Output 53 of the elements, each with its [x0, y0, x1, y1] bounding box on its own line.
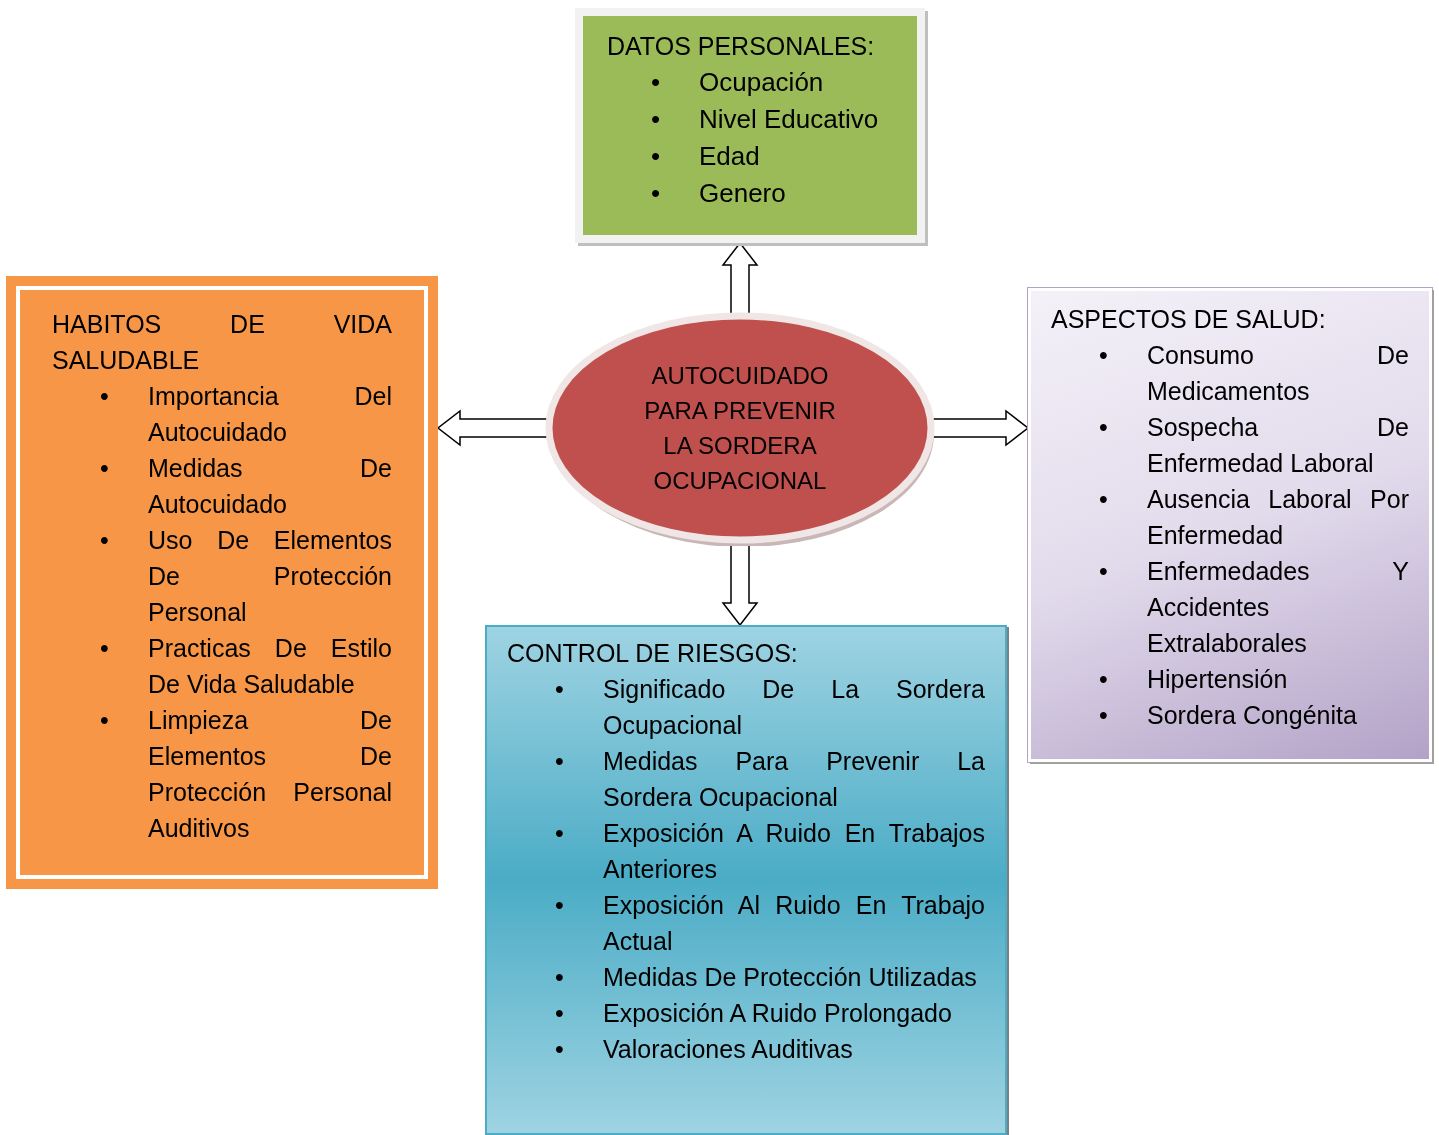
- list-item: Ocupación: [699, 67, 824, 97]
- list-item: Valoraciones Auditivas: [603, 1035, 853, 1063]
- bullet-marker: •: [555, 998, 564, 1029]
- central-ellipse: [545, 310, 935, 546]
- list-item: Medidas Para Prevenir La Sordera Ocupacional: [603, 747, 985, 811]
- list-item: Genero: [699, 178, 786, 208]
- list-item: Importancia Del Autocuidado: [148, 382, 392, 446]
- bullet-marker: •: [100, 633, 109, 664]
- bullet-marker: •: [651, 177, 661, 210]
- list-item: Hipertensión: [1147, 665, 1288, 693]
- list-item: Medidas De Autocuidado: [148, 454, 392, 518]
- bullet-marker: •: [555, 746, 564, 777]
- bullet-marker: •: [100, 705, 109, 736]
- bullet-marker: •: [651, 140, 661, 173]
- list-item: Nivel Educativo: [699, 104, 879, 134]
- box-heading: DATOS PERSONALES:: [607, 31, 876, 62]
- list-item: Consumo De Medicamentos: [1147, 341, 1409, 405]
- list-item: Medidas De Protección Utilizadas: [603, 963, 977, 991]
- list-item: Exposición Al Ruido En Trabajo Actual: [603, 891, 985, 955]
- list-item: Uso De Elementos De Protección Personal: [148, 526, 392, 626]
- bullet-marker: •: [100, 453, 109, 484]
- bullet-marker: •: [651, 103, 661, 136]
- bullet-marker: •: [100, 525, 109, 556]
- bullet-marker: •: [1099, 484, 1108, 515]
- topic-box: [1028, 288, 1432, 762]
- list-item: Exposición A Ruido Prolongado: [603, 999, 952, 1027]
- bullet-marker: •: [555, 962, 564, 993]
- list-item: Edad: [699, 141, 760, 171]
- bullet-marker: •: [1099, 700, 1108, 731]
- list-item: Limpieza De Elementos De Protección Personal Auditivos: [148, 706, 392, 842]
- list-item: Exposición A Ruido En Trabajos Anteriores: [603, 819, 985, 883]
- bullet-marker: •: [1099, 412, 1108, 443]
- list-item: Significado De La Sordera Ocupacional: [603, 675, 985, 739]
- topic-box: [575, 8, 925, 243]
- bullet-marker: •: [100, 381, 109, 412]
- box-heading: ASPECTOS DE SALUD:: [1051, 304, 1327, 335]
- box-heading: HABITOS DE VIDA SALUDABLE: [52, 309, 392, 376]
- list-item: Sordera Congénita: [1147, 701, 1357, 729]
- bullet-marker: •: [651, 66, 661, 99]
- list-item: Sospecha De Enfermedad Laboral: [1147, 413, 1409, 477]
- bullet-marker: •: [555, 1034, 564, 1065]
- box-heading: CONTROL DE RIESGOS:: [507, 638, 799, 669]
- bullet-marker: •: [1099, 340, 1108, 371]
- list-item: Enfermedades Y Accidentes Extralaborales: [1147, 557, 1409, 657]
- bullet-marker: •: [1099, 556, 1108, 587]
- list-item: Practicas De Estilo De Vida Saludable: [148, 634, 392, 698]
- bullet-marker: •: [555, 818, 564, 849]
- bullet-marker: •: [1099, 664, 1108, 695]
- central-title: AUTOCUIDADO PARA PREVENIR LA SORDERA OCUPACIONAL: [643, 361, 837, 496]
- topic-box: [485, 625, 1007, 1135]
- bullet-marker: •: [555, 674, 564, 705]
- bullet-marker: •: [555, 890, 564, 921]
- list-item: Ausencia Laboral Por Enfermedad: [1147, 485, 1409, 549]
